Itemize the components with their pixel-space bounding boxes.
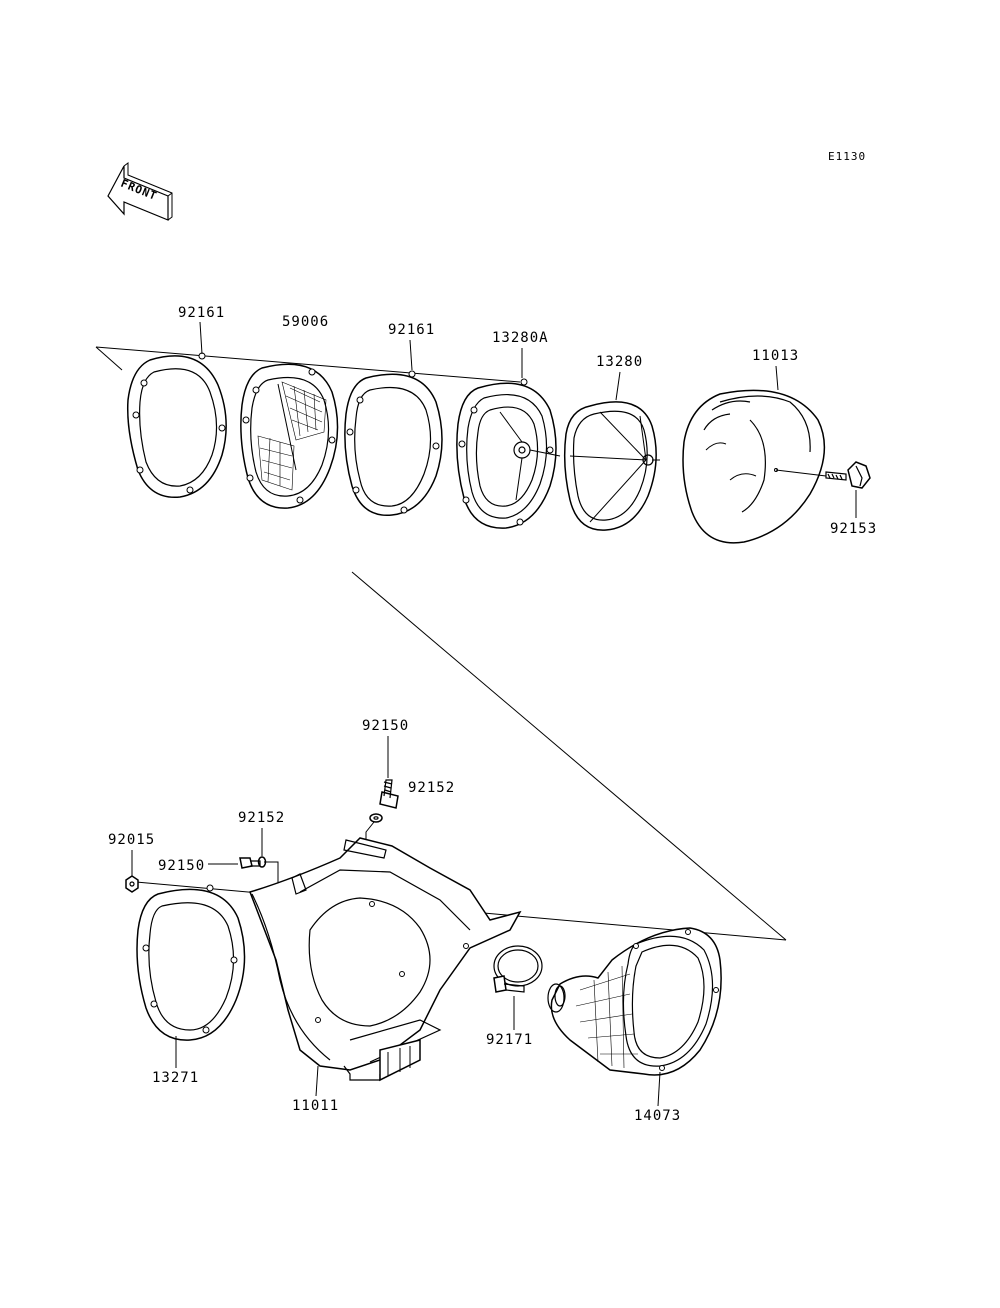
label-14073: 14073: [634, 1108, 681, 1124]
gasket-92161-left: [126, 352, 227, 498]
wing-bolt-92153: [775, 461, 871, 489]
reference-lines-upper: [95, 346, 521, 383]
label-92161-a: 92161: [178, 305, 225, 321]
label-92150-top: 92150: [362, 718, 409, 734]
label-92015: 92015: [108, 832, 155, 848]
front-arrow-icon: FRONT: [107, 162, 173, 221]
label-11013: 11013: [752, 348, 799, 364]
screen-59006: [240, 363, 339, 509]
label-92152-top: 92152: [408, 780, 455, 796]
label-59006: 59006: [282, 314, 329, 330]
nut-92015: [125, 875, 139, 893]
bolt-92150-top: [379, 779, 399, 809]
label-13271: 13271: [152, 1070, 199, 1086]
diagram-code: E1130: [828, 150, 866, 163]
front-label: FRONT: [119, 177, 159, 203]
label-92161-b: 92161: [388, 322, 435, 338]
duct-14073: [547, 927, 722, 1076]
label-92152-mid: 92152: [238, 810, 285, 826]
label-13280A: 13280A: [492, 330, 549, 346]
bolt-92150-mid: [239, 857, 261, 869]
air-box-11011: [249, 837, 522, 1082]
label-11011: 11011: [292, 1098, 339, 1114]
label-92153: 92153: [830, 521, 877, 537]
filter-cage-13280: [563, 401, 660, 531]
label-13280: 13280: [596, 354, 643, 370]
gasket-92161-middle: [344, 370, 443, 516]
label-92150-mid: 92150: [158, 858, 205, 874]
filter-element-11013: [682, 389, 826, 544]
label-92171: 92171: [486, 1032, 533, 1048]
washer-92152-top: [369, 813, 383, 823]
filter-holder-13280A: [456, 378, 561, 529]
gasket-13271: [136, 884, 246, 1041]
clamp-92171: [493, 945, 543, 993]
